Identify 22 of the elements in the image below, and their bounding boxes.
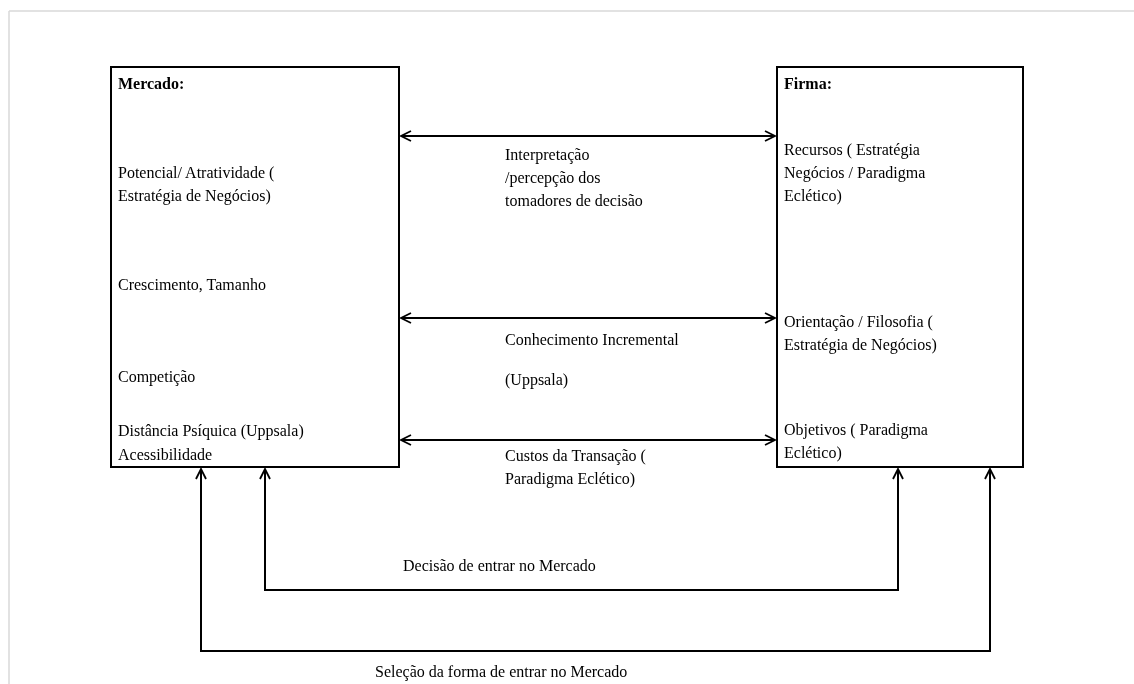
factor-text: Acessibilidade	[118, 445, 214, 465]
factor-text: Potencial/ Atratividade ( Estratégia de Negócios)	[118, 163, 276, 207]
text-box	[776, 66, 1024, 468]
arrow	[400, 312, 776, 324]
arrow	[195, 468, 996, 652]
arrow	[259, 468, 904, 591]
factor-text: Orientação / Filosofia ( Estratégia de Negócios)	[784, 312, 938, 356]
edge-label: Interpretação /percepção dos tomadores de decisão	[505, 145, 644, 211]
edge-label: Seleção da forma de entrar no Mercado	[375, 662, 628, 683]
factor-text: Distância Psíquica (Uppsala)	[118, 421, 305, 442]
edge-label: Decisão de entrar no Mercado	[403, 556, 596, 576]
arrow	[400, 130, 776, 142]
factor-text: Crescimento, Tamanho	[118, 275, 267, 295]
factor-text: Competição	[118, 367, 197, 388]
box-heading: Firma:	[784, 74, 833, 94]
edge-label: Custos da Transação ( Paradigma Eclético)	[505, 446, 647, 490]
box-heading: Mercado:	[118, 74, 186, 94]
edge-label: Conhecimento Incremental (Uppsala)	[505, 330, 680, 391]
arrow	[400, 434, 776, 446]
factor-text: Recursos ( Estratégia Negócios / Paradigma Eclético)	[784, 140, 927, 207]
text-box	[110, 66, 400, 468]
factor-text: Objetivos ( Paradigma Eclético)	[784, 420, 929, 464]
